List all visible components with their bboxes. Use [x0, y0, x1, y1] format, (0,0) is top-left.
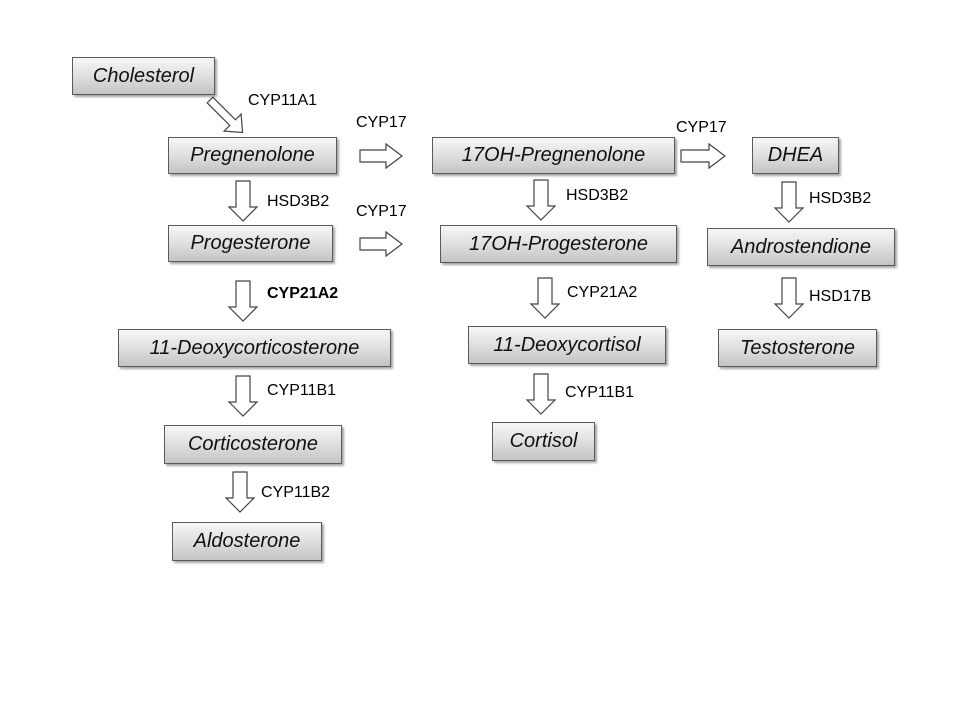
arrow-cholesterol-pregnenolone — [206, 96, 244, 134]
arrow-progesterone-17oh-progesterone — [359, 230, 403, 258]
enzyme-label-cyp11b1: CYP11B1 — [565, 384, 635, 401]
enzyme-label-hsd3b2: HSD3B2 — [267, 193, 330, 210]
enzyme-label-cyp17: CYP17 — [356, 114, 407, 131]
node-aldosterone: Aldosterone — [172, 522, 322, 561]
enzyme-label-cyp21a2: CYP21A2 — [567, 284, 638, 301]
arrow-17oh-pregnenolone-17oh-progesterone — [525, 179, 557, 221]
node-17oh-progesterone: 17OH-Progesterone — [440, 225, 677, 263]
enzyme-label-cyp17: CYP17 — [676, 119, 727, 136]
node-11-deoxycorticosterone: 11-Deoxycorticosterone — [118, 329, 391, 367]
enzyme-label-hsd3b2: HSD3B2 — [566, 187, 629, 204]
node-cholesterol: Cholesterol — [72, 57, 215, 95]
enzyme-label-cyp11b1: CYP11B1 — [267, 382, 337, 399]
arrow-pregnenolone-17oh-pregnenolone — [359, 142, 403, 170]
node-cortisol: Cortisol — [492, 422, 595, 461]
node-corticosterone: Corticosterone — [164, 425, 342, 464]
enzyme-label-cyp11a1: CYP11A1 — [248, 92, 318, 109]
node-progesterone: Progesterone — [168, 225, 333, 262]
enzyme-label-hsd3b2: HSD3B2 — [809, 190, 872, 207]
enzyme-label-cyp17: CYP17 — [356, 203, 407, 220]
arrow-androstendione-testosterone — [773, 277, 805, 319]
node-testosterone: Testosterone — [718, 329, 877, 367]
arrow-corticosterone-aldosterone — [224, 471, 256, 513]
node-dhea: DHEA — [752, 137, 839, 174]
enzyme-label-hsd17b: HSD17B — [809, 288, 872, 305]
arrow-dhea-androstendione — [773, 181, 805, 223]
arrow-pregnenolone-progesterone — [227, 180, 259, 222]
arrow-deoxycortisol-cortisol — [525, 373, 557, 415]
node-pregnenolone: Pregnenolone — [168, 137, 337, 174]
node-17oh-pregnenolone: 17OH-Pregnenolone — [432, 137, 675, 174]
arrow-17oh-progesterone-deoxycortisol — [529, 277, 561, 319]
node-11-deoxycortisol: 11-Deoxycortisol — [468, 326, 666, 364]
node-androstendione: Androstendione — [707, 228, 895, 266]
enzyme-label-cyp21a2: CYP21A2 — [267, 285, 339, 302]
arrow-deoxycorticosterone-corticosterone — [227, 375, 259, 417]
enzyme-label-cyp11b2: CYP11B2 — [261, 484, 331, 501]
arrow-progesterone-deoxycorticosterone — [227, 280, 259, 322]
arrow-17oh-pregnenolone-dhea — [680, 142, 726, 170]
